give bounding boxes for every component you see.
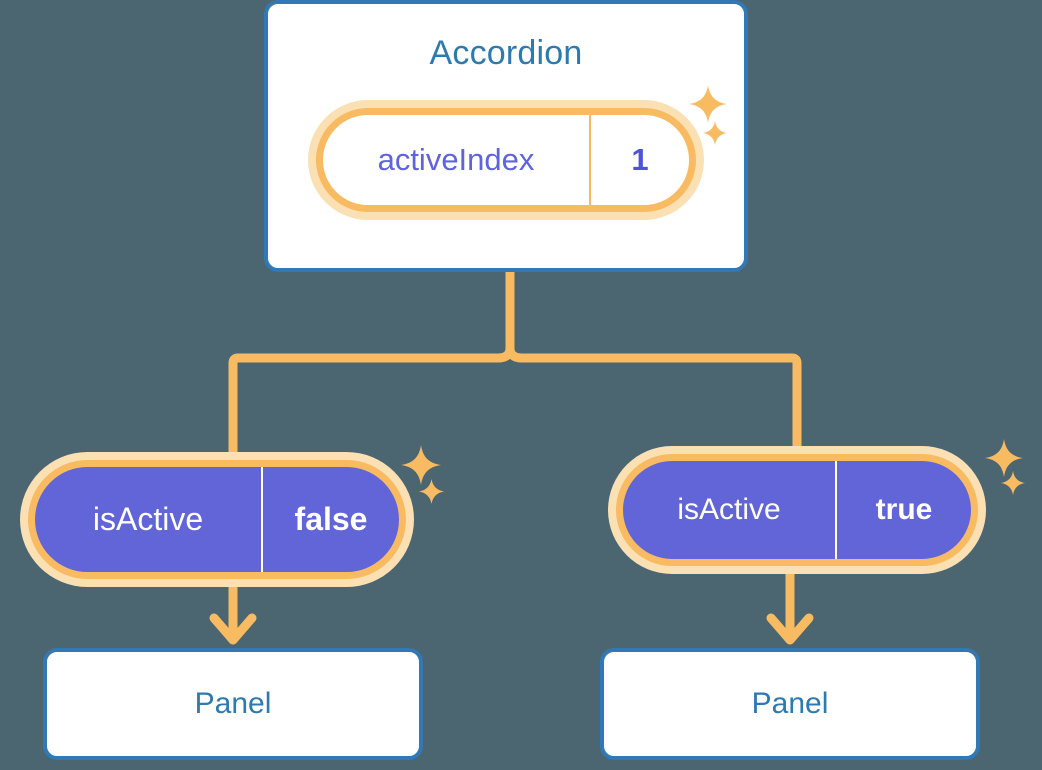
state-key-label: isActive bbox=[623, 461, 837, 559]
state-value-label: 1 bbox=[631, 142, 649, 177]
state-value-label: false bbox=[294, 501, 368, 537]
component-card-panel-left[interactable]: Panel bbox=[43, 648, 423, 760]
state-key-label: activeIndex bbox=[323, 115, 591, 205]
arrow-down-icon-left bbox=[209, 613, 257, 645]
state-value-label: true bbox=[875, 493, 933, 526]
state-pill-body: isActive false bbox=[28, 460, 406, 579]
state-pill-body: activeIndex 1 bbox=[316, 108, 696, 212]
state-pill-isactive-false[interactable]: isActive false bbox=[20, 452, 414, 587]
component-card-panel-right[interactable]: Panel bbox=[600, 648, 980, 760]
component-title-panel: Panel bbox=[751, 687, 829, 720]
component-title-accordion: Accordion bbox=[429, 34, 583, 72]
state-pill-activeindex[interactable]: activeIndex 1 bbox=[308, 100, 704, 220]
sparkle-icon bbox=[984, 438, 1024, 478]
connector-branch-bar bbox=[228, 343, 802, 364]
sparkle-small-icon bbox=[1000, 470, 1026, 496]
component-title-panel: Panel bbox=[194, 687, 272, 720]
state-pill-body: isActive true bbox=[616, 454, 978, 566]
sparkle-icon bbox=[400, 444, 442, 486]
state-key-label: isActive bbox=[35, 467, 263, 572]
sparkle-small-icon bbox=[418, 478, 445, 505]
arrow-down-icon-right bbox=[766, 613, 814, 645]
state-pill-isactive-true[interactable]: isActive true bbox=[608, 446, 986, 574]
